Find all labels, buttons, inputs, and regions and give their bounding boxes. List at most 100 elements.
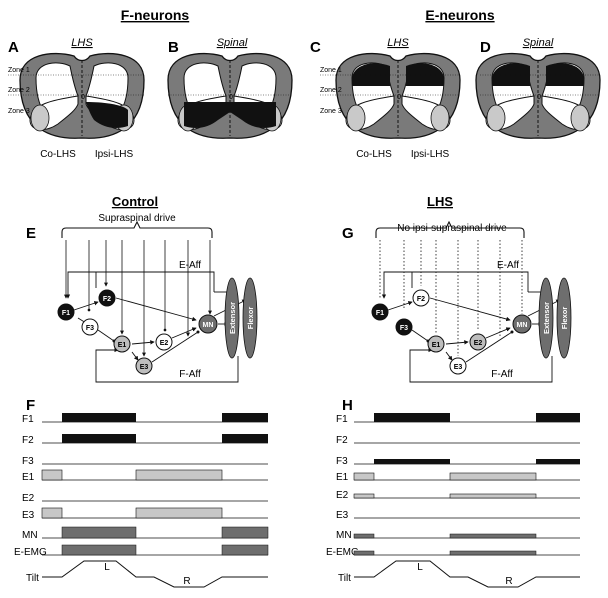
extensor-label-control: Extensor xyxy=(228,302,237,334)
node-e3-lhs xyxy=(449,357,467,375)
co-lhs-label-c: Co-LHS xyxy=(356,149,392,160)
burst-eemg-lhs-2 xyxy=(449,550,537,556)
node-e2-control xyxy=(155,333,173,351)
trace-label-f1-control: F1 xyxy=(22,414,34,425)
trace-label-e3-control: E3 xyxy=(22,510,35,521)
eaff-label-lhs: E-Aff xyxy=(497,260,519,271)
node-f3-control xyxy=(81,318,99,336)
ipsi-lhs-label-a: Ipsi-LHS xyxy=(95,149,134,160)
node-e3-label-lhs: E3 xyxy=(454,364,463,371)
ipsi-lhs-label-c: Ipsi-LHS xyxy=(411,149,450,160)
header-f-neurons: F-neurons xyxy=(121,7,190,23)
co-lhs-label-a: Co-LHS xyxy=(40,149,76,160)
panel-label-d: D xyxy=(480,39,491,56)
burst-mn-control-2 xyxy=(221,526,269,539)
trace-label-e2-control: E2 xyxy=(22,493,35,504)
node-e1-lhs xyxy=(427,335,445,353)
faff-label-control: F-Aff xyxy=(179,369,201,380)
panel-label-g: G xyxy=(342,225,354,242)
activity-control: F1 F2 F3 E1 E2 E3 MN E-EMG Tilt L R xyxy=(14,413,269,588)
tilt-label-lhs: Tilt xyxy=(338,573,351,584)
trace-label-eemg-lhs: E-EMG xyxy=(326,547,359,558)
node-f2-label-lhs: F2 xyxy=(417,296,425,303)
burst-e3-control-2 xyxy=(135,507,223,519)
lhs-title: LHS xyxy=(427,194,453,209)
section-lhs-c: LHS xyxy=(387,37,409,49)
zero-label-d: 0 xyxy=(537,94,541,101)
trace-label-f3-lhs: F3 xyxy=(336,456,348,467)
trace-label-f2-lhs: F2 xyxy=(336,435,348,446)
node-f2-lhs xyxy=(412,289,430,307)
extensor-muscle-control xyxy=(224,277,240,359)
node-f2-control xyxy=(98,289,116,307)
tilt-r-lhs: R xyxy=(505,576,512,587)
burst-mn-control-1 xyxy=(61,526,137,539)
trace-label-f2-control: F2 xyxy=(22,435,34,446)
burst-e2-lhs-1 xyxy=(353,493,375,499)
panel-label-h: H xyxy=(342,397,353,414)
node-e1-label-control: E1 xyxy=(118,342,127,349)
tilt-trace-lhs xyxy=(354,560,580,588)
trace-label-e2-lhs: E2 xyxy=(336,490,349,501)
burst-e3-control-1 xyxy=(41,507,63,519)
zone3-label-a: Zone 3 xyxy=(8,108,30,115)
drive-label-lhs: No ipsi-supraspinal drive xyxy=(397,223,507,234)
burst-e1-control-2 xyxy=(135,469,223,481)
node-e1-label-lhs: E1 xyxy=(432,342,441,349)
node-f2-label-control: F2 xyxy=(103,296,111,303)
panel-label-a: A xyxy=(8,39,19,56)
burst-eemg-control-2 xyxy=(221,544,269,556)
spinal-cord-c xyxy=(335,52,461,139)
node-f1-label-control: F1 xyxy=(62,310,70,317)
faff-label-lhs: F-Aff xyxy=(491,369,513,380)
burst-f1-lhs-2 xyxy=(536,413,580,422)
zone2-label-a: Zone 2 xyxy=(8,87,30,94)
flexor-muscle-lhs xyxy=(556,277,572,359)
tilt-l-lhs: L xyxy=(417,562,423,573)
zero-label-a: 0 xyxy=(81,94,85,101)
node-e3-label-control: E3 xyxy=(140,364,149,371)
node-mn-label-lhs: MN xyxy=(517,322,528,329)
trace-label-mn-control: MN xyxy=(22,530,38,541)
node-e2-label-control: E2 xyxy=(160,340,169,347)
zone1-label-a: Zone 1 xyxy=(8,67,30,74)
extensor-label-lhs: Extensor xyxy=(542,302,551,334)
section-spinal-d: Spinal xyxy=(523,37,554,49)
brace-lhs xyxy=(375,220,525,238)
flexor-muscle-control xyxy=(242,277,258,359)
drive-label-control: Supraspinal drive xyxy=(98,213,176,224)
burst-eemg-control-1 xyxy=(61,544,137,556)
node-e2-lhs xyxy=(469,333,487,351)
zone1-label-c: Zone 1 xyxy=(320,67,342,74)
trace-label-eemg-control: E-EMG xyxy=(14,547,47,558)
brace-control xyxy=(61,220,213,238)
node-f3-lhs xyxy=(395,318,413,336)
spinal-cord-b xyxy=(167,52,293,139)
trace-label-e1-lhs: E1 xyxy=(336,472,349,483)
circuit-control: Supraspinal drive E-Aff F-Aff Extensor xyxy=(57,213,258,383)
extensor-muscle-lhs xyxy=(538,277,554,359)
burst-f3-lhs-2 xyxy=(536,459,580,464)
zero-label-b: 0 xyxy=(229,94,233,101)
burst-e1-lhs-2 xyxy=(449,472,537,481)
burst-f2-control-1 xyxy=(62,434,136,443)
burst-f3-lhs-1 xyxy=(374,459,450,464)
spinal-cord-d xyxy=(475,52,601,139)
zone3-label-c: Zone 3 xyxy=(320,108,342,115)
node-mn-lhs xyxy=(512,314,532,334)
burst-e1-lhs-1 xyxy=(353,472,375,481)
burst-eemg-lhs-1 xyxy=(353,550,375,556)
burst-f1-lhs-1 xyxy=(374,413,450,422)
node-e1-control xyxy=(113,335,131,353)
control-title: Control xyxy=(112,194,158,209)
eaff-label-control: E-Aff xyxy=(179,260,201,271)
flexor-label-lhs: Flexor xyxy=(560,307,569,330)
zone2-label-c: Zone 2 xyxy=(320,87,342,94)
activity-lhs: F1 F2 F3 E1 E2 E3 MN E-EMG Tilt L R xyxy=(326,413,580,588)
tilt-r-control: R xyxy=(183,576,190,587)
panel-label-e: E xyxy=(26,225,36,242)
node-f1-control xyxy=(57,303,75,321)
burst-f1-control-2 xyxy=(222,413,268,422)
trace-label-f3-control: F3 xyxy=(22,456,34,467)
